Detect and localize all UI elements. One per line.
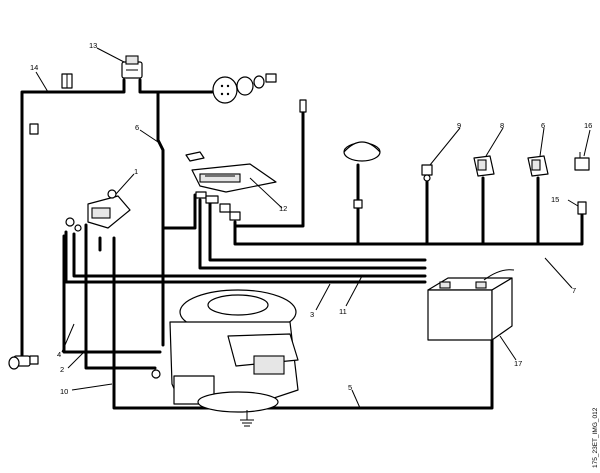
wire-to-plug	[138, 78, 214, 94]
callout-6: 6	[135, 123, 139, 132]
switch-6	[527, 155, 549, 177]
callout-4: 4	[57, 350, 61, 359]
wire-7	[233, 213, 584, 246]
sensor-9	[421, 164, 433, 182]
battery	[427, 269, 515, 341]
connector-16	[574, 152, 590, 171]
wire-3	[64, 230, 427, 284]
connector-14	[61, 73, 73, 89]
callout-3: 3	[310, 310, 314, 319]
starter-solenoid	[65, 189, 131, 232]
callout-labels: 13 14 6 1 12 9 8 6 16 15 7 11 3 17 5 4 2…	[30, 41, 592, 396]
dome-cap	[343, 141, 381, 209]
callout-13: 13	[89, 41, 97, 50]
wire-6	[156, 90, 165, 347]
callout-12: 12	[279, 204, 287, 213]
callout-7: 7	[572, 286, 576, 295]
callout-6-right: 6	[541, 121, 545, 130]
ground-symbol	[240, 410, 254, 427]
callout-9: 9	[457, 121, 461, 130]
ignition-switch	[121, 55, 143, 79]
callout-14: 14	[30, 63, 38, 72]
callout-11: 11	[339, 307, 347, 316]
wire-5	[112, 236, 494, 410]
fuse-15	[577, 201, 587, 215]
wire-4	[62, 234, 162, 354]
callout-17: 17	[514, 359, 522, 368]
wire-3b	[72, 232, 427, 278]
wire-14	[20, 78, 126, 360]
engine	[151, 289, 299, 413]
callout-8: 8	[500, 121, 504, 130]
wire-11	[198, 198, 427, 270]
plug-connector	[212, 73, 277, 104]
callout-15: 15	[551, 195, 559, 204]
wire-11b	[208, 198, 427, 262]
terminal-pin	[299, 99, 307, 113]
wire-harness	[20, 78, 584, 410]
callout-5: 5	[348, 383, 352, 392]
switch-8	[473, 155, 495, 177]
lamp-bulb	[8, 355, 39, 370]
wire-pin	[233, 110, 305, 228]
connector-left	[29, 123, 39, 135]
callout-2: 2	[60, 365, 64, 374]
callout-16: 16	[584, 121, 592, 130]
wire-2	[84, 223, 157, 370]
control-module	[185, 151, 277, 221]
leader-lines	[35, 47, 591, 409]
callout-1: 1	[134, 167, 138, 176]
callout-10: 10	[60, 387, 68, 396]
wire-module	[161, 193, 197, 230]
image-reference-code: 175_23ET_IMG_012	[592, 407, 599, 468]
